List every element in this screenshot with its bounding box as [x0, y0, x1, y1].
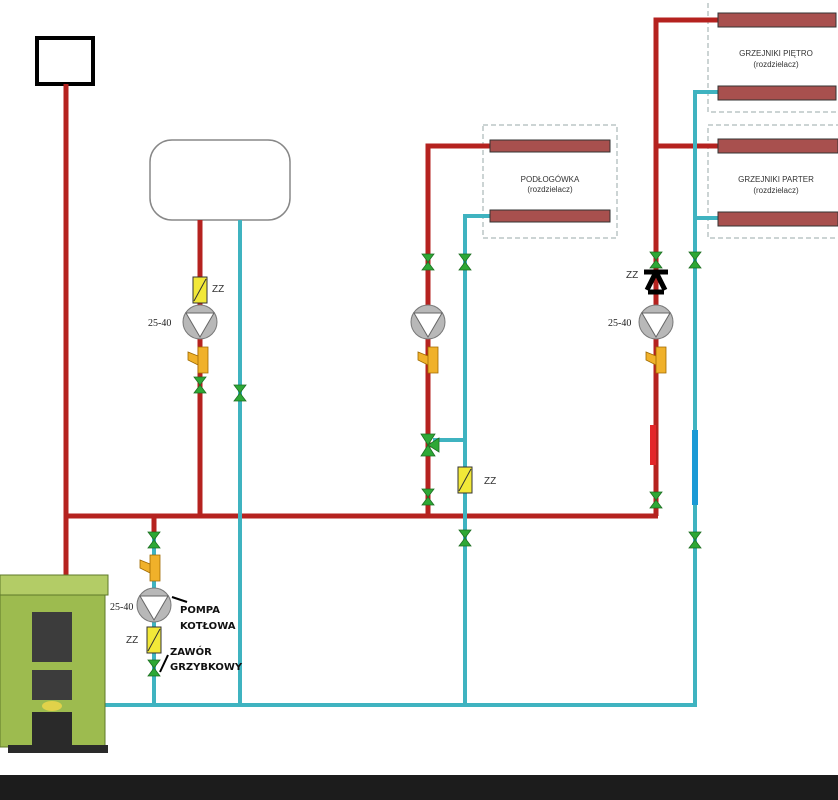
pump-model-radiators: 25-40 — [608, 318, 631, 329]
ball-valve-icon — [458, 529, 472, 547]
zz-label-boiler: ZZ — [126, 635, 138, 646]
manifold-upstairs-supply — [717, 12, 837, 28]
ball-valve-icon — [458, 253, 472, 271]
expansion-vessel — [35, 36, 95, 86]
pump-icon — [410, 304, 446, 340]
check-valve-icon — [192, 276, 208, 304]
manifold-floor-return — [489, 209, 611, 223]
pump-icon — [638, 304, 674, 340]
zone-ground-title: GRZEJNIKI PARTER — [738, 175, 814, 184]
zone-box-ground — [707, 124, 838, 239]
ball-valve-icon — [688, 251, 702, 269]
strainer-filter-icon — [139, 554, 161, 582]
strainer-filter-icon — [187, 346, 209, 374]
zz-label-tank: ZZ — [212, 284, 224, 295]
zone-floor-title: PODŁOGÓWKA — [521, 175, 580, 184]
zone-box-floor — [482, 124, 618, 239]
pointer-line-valve — [159, 654, 169, 673]
buffer-tank — [149, 139, 291, 221]
supply-highlight — [650, 425, 656, 465]
pump-model-tank: 25-40 — [148, 318, 171, 329]
zone-upstairs-title: GRZEJNIKI PIĘTRO — [739, 49, 813, 58]
three-way-valve-icon — [420, 433, 440, 457]
manifold-ground-return — [717, 211, 838, 227]
pump-icon — [182, 304, 218, 340]
ball-valve-icon — [421, 253, 435, 271]
check-valve-icon — [146, 626, 162, 654]
return-pipe-floor — [433, 214, 490, 705]
return-pipe-radiators — [693, 90, 720, 705]
check-valve-icon — [457, 466, 473, 494]
zone-box-upstairs — [707, 0, 838, 113]
supply-pipe-floor — [425, 143, 490, 516]
ball-valve-icon — [649, 491, 663, 509]
pump-icon — [136, 587, 172, 623]
supply-pipes — [63, 17, 720, 582]
supply-pipe-radiators — [653, 17, 720, 516]
return-highlight — [692, 430, 698, 505]
boiler-pump-label-1: POMPA — [180, 605, 220, 616]
ball-valve-icon — [421, 488, 435, 506]
zz-label-radiators: ZZ — [626, 270, 638, 281]
ball-valve-icon — [649, 251, 663, 269]
manifold-ground-supply — [717, 138, 838, 154]
bottom-bar — [0, 775, 838, 800]
strainer-filter-icon — [417, 346, 439, 374]
boiler-pump-label-2: KOTŁOWA — [180, 621, 236, 632]
zone-floor-subtitle: (rozdzielacz) — [527, 185, 573, 194]
mushroom-valve-label-1: ZAWÓR — [170, 645, 212, 658]
ball-valve-icon — [193, 376, 207, 394]
zz-label-floor: ZZ — [484, 476, 496, 487]
pointer-line-pump — [171, 596, 188, 603]
strainer-filter-icon — [645, 346, 667, 374]
zz-black-check-valve-icon — [644, 269, 668, 295]
manifold-upstairs-return — [717, 85, 837, 101]
ball-valve-icon — [233, 384, 247, 402]
ball-valve-icon — [147, 659, 161, 677]
manifold-floor-supply — [489, 139, 611, 153]
mushroom-valve-label-2: GRZYBKOWY — [170, 662, 243, 673]
zone-upstairs-subtitle: (rozdzielacz) — [753, 60, 799, 69]
zone-ground-subtitle: (rozdzielacz) — [753, 186, 799, 195]
pump-model-boiler: 25-40 — [110, 602, 133, 613]
ball-valve-icon — [147, 531, 161, 549]
ball-valve-icon — [688, 531, 702, 549]
boiler — [0, 574, 109, 753]
